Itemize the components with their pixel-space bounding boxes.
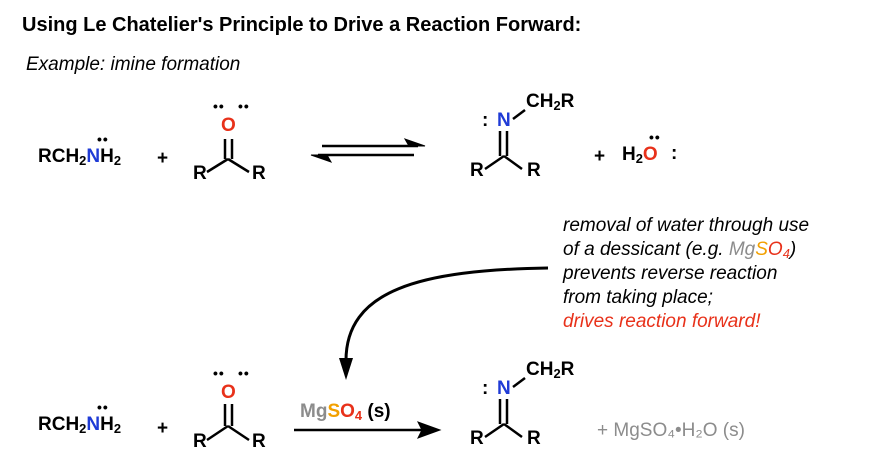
water-lone-pair-right: : (671, 143, 678, 164)
ketone-lone-pair-right: •• (238, 98, 250, 114)
amine-lone-pair: •• (97, 131, 109, 147)
amine-reactant: RCH2NH2 (38, 146, 122, 169)
ketone-lone-pair-left: •• (213, 98, 225, 114)
ketone-r-left: R (193, 163, 207, 184)
dessicant-note: removal of water through use of a dessic… (563, 215, 810, 332)
ketone-r-left-2: R (193, 431, 207, 452)
plus-sign: + (157, 148, 169, 169)
imine-ch2r-2: CH2R (526, 359, 575, 382)
ketone-lone-pair-left-2: •• (213, 365, 225, 381)
plus-sign-2: + (157, 418, 169, 439)
imine-nitrogen-2: N (497, 378, 511, 399)
forward-arrow (294, 421, 442, 439)
imine-bonds-bottom (484, 377, 526, 439)
imine-lone-pair: : (482, 110, 489, 131)
ketone-oxygen-2: O (221, 382, 236, 403)
ketone-bonds-bottom (206, 404, 250, 442)
ketone-oxygen: O (221, 115, 236, 136)
page-title: Using Le Chatelier's Principle to Drive … (22, 14, 582, 36)
plus-sign-water: + (594, 146, 606, 167)
reagent-label: MgSO4 (s) (300, 401, 391, 424)
curved-arrow-head (339, 358, 353, 380)
imine-lone-pair-2: : (482, 378, 489, 399)
ketone-r-right-2: R (252, 431, 266, 452)
amine-reactant-2: RCH2NH2 (38, 414, 122, 437)
byproduct-label: + MgSO₄•H₂O (s) (597, 420, 745, 441)
imine-bonds-top (484, 109, 526, 171)
water-product: H2O (622, 144, 658, 167)
amine-lone-pair-2: •• (97, 399, 109, 415)
curved-arrow (344, 266, 549, 363)
imine-r-left-2: R (470, 428, 484, 449)
imine-r-right-2: R (527, 428, 541, 449)
imine-nitrogen: N (497, 110, 511, 131)
ketone-bonds-top (206, 139, 250, 174)
water-lone-pair-top: •• (649, 129, 661, 145)
ketone-lone-pair-right-2: •• (238, 365, 250, 381)
example-label: Example: imine formation (26, 54, 241, 75)
equilibrium-arrow (310, 138, 426, 163)
imine-r-right: R (527, 160, 541, 181)
ketone-r-right: R (252, 163, 266, 184)
imine-r-left: R (470, 160, 484, 181)
imine-ch2r: CH2R (526, 91, 575, 114)
